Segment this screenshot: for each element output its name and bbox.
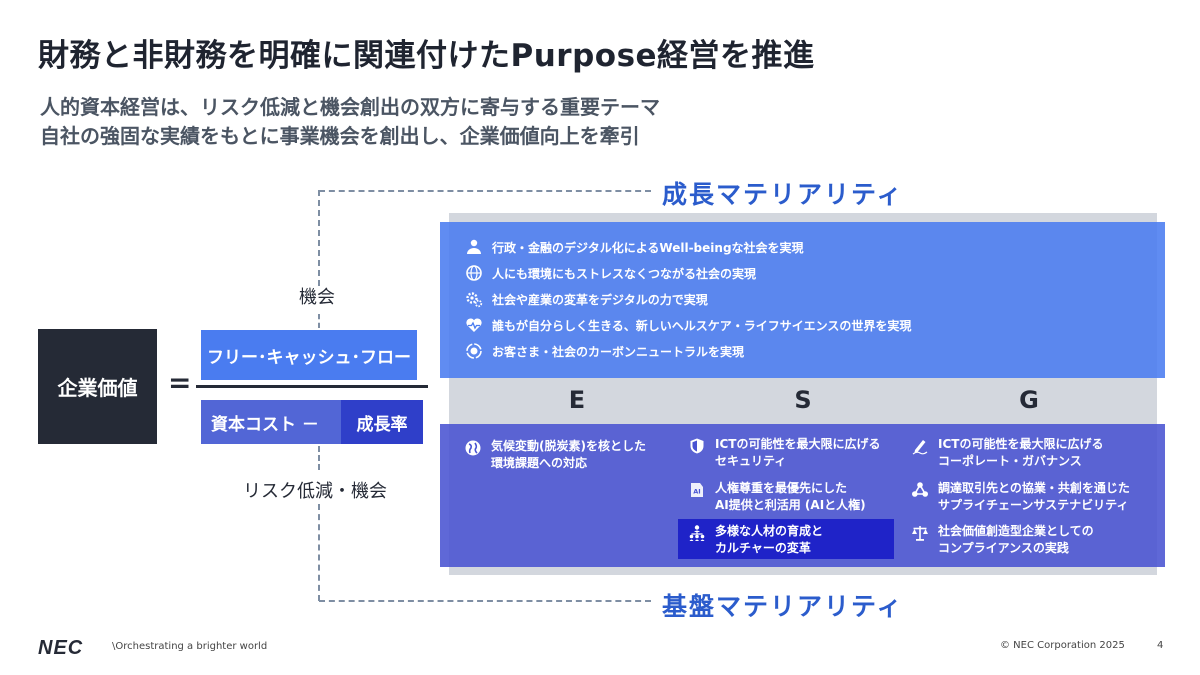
growth-item-text: 誰もが自分らしく生きる、新しいヘルスケア・ライフサイエンスの世界を実現 (492, 318, 912, 333)
globe-icon (464, 263, 484, 283)
esg-letter-g: G (1019, 386, 1039, 414)
pen-sign-icon (911, 437, 929, 455)
base-item-text: コンプライアンスの実践 (938, 541, 1069, 555)
opportunity-label: 機会 (299, 287, 335, 308)
base-item-text: 気候変動(脱炭素)を核とした (491, 439, 646, 453)
heart-pulse-icon (464, 315, 484, 335)
base-item-text: 社会価値創造型企業としての (938, 524, 1094, 538)
base-bracket-bottom-line (319, 600, 651, 602)
opportunity-connector-line (318, 314, 320, 328)
base-item-s-talent: 多様な人材の育成と カルチャーの変革 (688, 523, 823, 557)
base-item-text: ICTの可能性を最大限に広げる (938, 437, 1104, 451)
gears-icon (464, 289, 484, 309)
base-item-s-ai: AI 人権尊重を最優先にした AI提供と利活用 (AIと人権) (688, 480, 866, 514)
base-item-text: ICTの可能性を最大限に広げる (715, 437, 881, 451)
carbon-cycle-icon (464, 341, 484, 361)
subtitle-line-1: 人的資本経営は、リスク低減と機会創出の双方に寄与する重要テーマ (40, 95, 660, 119)
base-item-text: AI提供と利活用 (AIと人権) (715, 498, 866, 512)
growth-item: 社会や産業の変革をデジタルの力で実現 (464, 289, 708, 309)
equals-sign: = (168, 366, 192, 399)
ai-icon: AI (688, 481, 706, 499)
page-number: 4 (1157, 640, 1164, 651)
nec-logo: NEC (38, 637, 84, 659)
growth-materiality-title: 成長マテリアリティ (662, 180, 904, 209)
page-title: 財務と非財務を明確に関連付けたPurpose経営を推進 (38, 38, 815, 74)
highlighted-item-background (678, 519, 894, 559)
risk-opportunity-label: リスク低減・機会 (243, 481, 387, 502)
subtitle-line-2: 自社の強固な実績をもとに事業機会を創出し、企業価値向上を牽引 (40, 124, 640, 148)
base-bracket-vertical-line (318, 504, 320, 601)
people-network-icon (688, 524, 706, 542)
growth-item-text: 人にも環境にもストレスなくつながる社会の実現 (492, 266, 757, 281)
risk-connector-line (318, 446, 320, 470)
base-item-text: カルチャーの変革 (715, 541, 811, 555)
growth-item: 人にも環境にもストレスなくつながる社会の実現 (464, 263, 756, 283)
person-care-icon (464, 237, 484, 257)
growth-item-text: 行政・金融のデジタル化によるWell-beingな社会を実現 (492, 240, 804, 255)
svg-text:AI: AI (693, 488, 700, 496)
esg-letter-e: E (568, 386, 586, 414)
footer-copyright: © NEC Corporation 2025 (1000, 640, 1125, 651)
shield-icon (688, 437, 706, 455)
growth-materiality-panel (440, 222, 1165, 378)
fraction-line (196, 385, 428, 388)
supply-chain-icon (911, 481, 929, 499)
free-cash-flow-box: フリー･キャッシュ･フロー (201, 330, 417, 380)
base-item-g-supply-chain: 調達取引先との協業・共創を通じた サプライチェーンサステナビリティ (911, 480, 1130, 514)
scale-icon (911, 524, 929, 542)
growth-item: 行政・金融のデジタル化によるWell-beingな社会を実現 (464, 237, 804, 257)
growth-item: 誰もが自分らしく生きる、新しいヘルスケア・ライフサイエンスの世界を実現 (464, 315, 911, 335)
corporate-value-box: 企業価値 (38, 329, 157, 444)
growth-rate-box: 成長率 (341, 400, 423, 444)
growth-bracket-top-line (319, 190, 651, 192)
base-item-text: 人権尊重を最優先にした (715, 481, 848, 495)
base-item-text: 環境課題への対応 (491, 456, 588, 470)
earth-icon (464, 439, 482, 457)
footer-tagline: \Orchestrating a brighter world (112, 641, 268, 652)
growth-item: お客さま・社会のカーボンニュートラルを実現 (464, 341, 744, 361)
base-item-text: サプライチェーンサステナビリティ (938, 498, 1129, 512)
base-item-text: セキュリティ (715, 454, 787, 468)
growth-item-text: 社会や産業の変革をデジタルの力で実現 (492, 292, 708, 307)
base-item-text: 調達取引先との協業・共創を通じた (938, 481, 1130, 495)
base-item-g-compliance: 社会価値創造型企業としての コンプライアンスの実践 (911, 523, 1094, 557)
base-item-text: 多様な人材の育成と (715, 524, 824, 538)
growth-item-text: お客さま・社会のカーボンニュートラルを実現 (492, 344, 745, 359)
base-item-e-climate: 気候変動(脱炭素)を核とした 環境課題への対応 (464, 438, 646, 472)
base-item-s-security: ICTの可能性を最大限に広げる セキュリティ (688, 436, 880, 470)
base-item-text: コーポレート・ガバナンス (938, 454, 1082, 468)
growth-bracket-vertical-line (318, 190, 320, 286)
base-item-g-governance: ICTの可能性を最大限に広げる コーポレート・ガバナンス (911, 436, 1103, 470)
esg-letter-s: S (794, 386, 812, 414)
base-materiality-title: 基盤マテリアリティ (662, 592, 904, 621)
